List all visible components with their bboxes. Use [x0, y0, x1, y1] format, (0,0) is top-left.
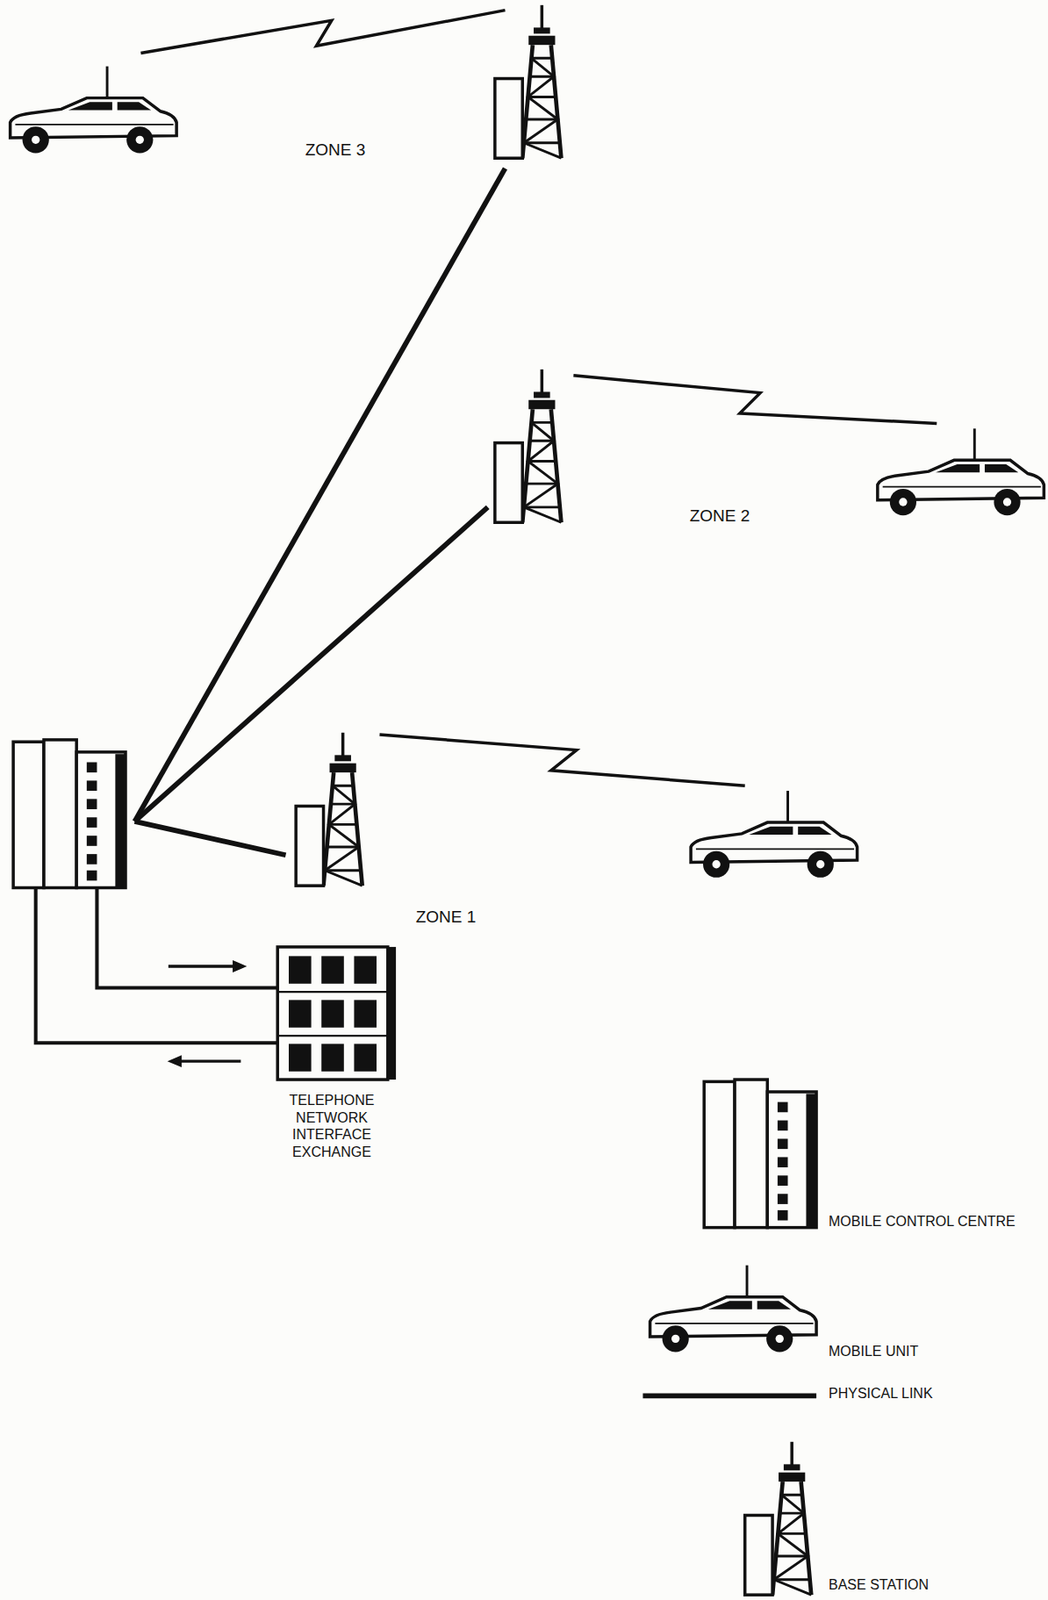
- exchange-building: [288, 955, 377, 1071]
- legend-sample: [745, 1442, 812, 1595]
- exchange-link: [96, 887, 278, 988]
- base-station: [295, 732, 363, 886]
- flow-arrow: [167, 1055, 182, 1068]
- base-station: [495, 5, 562, 158]
- exchange-building: [321, 955, 345, 984]
- exchange-link: [35, 887, 279, 1043]
- mobile-unit: [690, 790, 858, 878]
- exchange-building: [277, 990, 388, 993]
- flow-arrow: [232, 960, 247, 973]
- legend-text: MOBILE UNIT: [828, 1342, 919, 1360]
- physical-link: [134, 168, 505, 822]
- exchange-node: TELEPHONE NETWORK INTERFACE EXCHANGE: [289, 1091, 375, 1161]
- exchange-link: [35, 887, 279, 1043]
- zone-label: ZONE 3: [305, 140, 367, 161]
- exchange-building: [277, 947, 388, 1080]
- exchange-building: [321, 999, 345, 1027]
- physical-link: [134, 507, 488, 822]
- legend-text: PHYSICAL LINK: [828, 1385, 934, 1402]
- legend-sample: [642, 1393, 817, 1400]
- radio-link: [140, 10, 505, 54]
- zone-label: ZONE 2: [689, 506, 751, 527]
- flow-arrow: [168, 964, 234, 968]
- exchange-building: [288, 999, 312, 1027]
- legend-sample: [650, 1265, 818, 1353]
- flow-arrow: [180, 1059, 242, 1063]
- zone-label: ZONE 1: [416, 907, 477, 928]
- flow-arrow: [167, 960, 248, 1068]
- exchange-building: [288, 955, 312, 984]
- radio-link: [379, 734, 745, 786]
- base-station: [495, 369, 562, 523]
- mobile-control-centre: [13, 739, 126, 889]
- exchange-building: [353, 955, 377, 984]
- legend-text: BASE STATION: [828, 1576, 929, 1594]
- radio-link: [573, 375, 937, 424]
- exchange-building: [288, 1043, 312, 1071]
- mobile-unit: [10, 66, 178, 154]
- exchange-building: [353, 999, 377, 1027]
- exchange-building: [277, 947, 396, 1080]
- physical-link: [134, 168, 505, 855]
- exchange-building: [353, 1043, 377, 1071]
- exchange-building: [277, 1034, 388, 1037]
- physical-link: [134, 821, 286, 855]
- legend-text: MOBILE CONTROL CENTRE: [828, 1213, 1016, 1230]
- exchange-building: [387, 947, 396, 1080]
- legend-sample: [703, 1079, 817, 1228]
- node-label: TELEPHONE NETWORK INTERFACE EXCHANGE: [289, 1091, 375, 1161]
- mobile-unit: [877, 428, 1045, 516]
- radio-link: [140, 10, 937, 787]
- exchange-building: [321, 1043, 345, 1071]
